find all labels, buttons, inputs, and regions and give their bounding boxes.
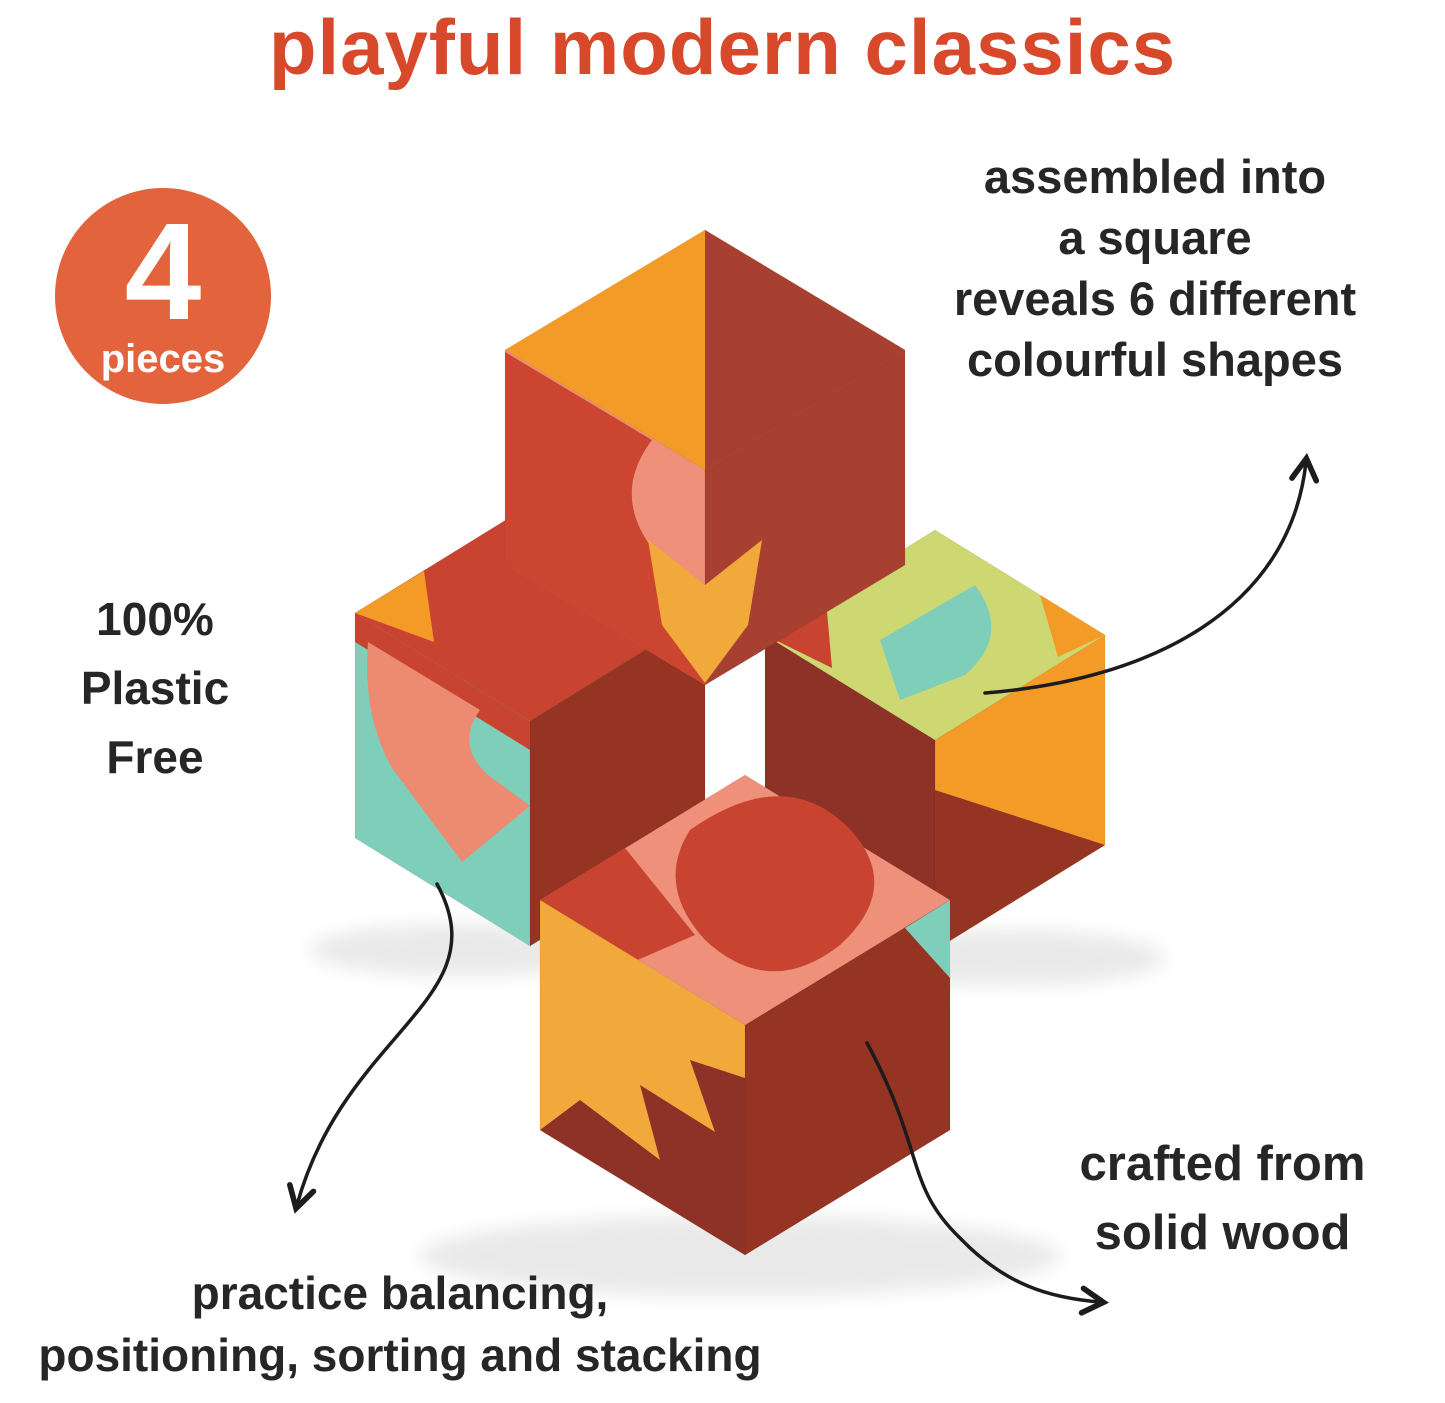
right-cube-right-red-wedge <box>935 790 1105 950</box>
annotation-line: practice balancing, <box>191 1267 609 1319</box>
left-cube-top-orange-wedge <box>355 571 434 642</box>
front-cube-top-red-blob <box>675 796 875 972</box>
badge-label: pieces <box>100 336 226 381</box>
annotation-line: Free <box>106 731 204 783</box>
annotation-line: colourful shapes <box>966 333 1344 387</box>
arrow-assembled <box>983 452 1320 695</box>
annotation-line: reveals 6 different <box>953 272 1357 326</box>
annotation-line: solid wood <box>1094 1205 1351 1260</box>
annotation-plastic-free: 100% Plastic Free <box>25 585 285 792</box>
annotation-line: a square <box>1058 211 1252 265</box>
top-cube-front-red-shape <box>505 352 705 685</box>
arrow-crafted <box>865 1041 1110 1316</box>
front-cube <box>539 774 951 1256</box>
front-cube-front-star-shape <box>540 1060 745 1255</box>
front-cube-top-red-wedge <box>540 848 695 972</box>
front-cube-teal-sliver <box>905 900 950 978</box>
badge-number: 4 <box>124 195 202 350</box>
annotation-arrows <box>287 452 1320 1316</box>
top-cube-orange-star-point <box>648 540 762 683</box>
annotation-line: Plastic <box>80 662 230 714</box>
page-title: playful modern classics <box>268 3 1177 91</box>
pieces-badge: 4 pieces <box>55 188 271 404</box>
left-cube-front-shape <box>367 642 530 862</box>
top-cube-top-red-triangle <box>705 230 905 470</box>
annotation-crafted: crafted from solid wood <box>1030 1130 1415 1267</box>
annotation-line: positioning, sorting and stacking <box>38 1329 762 1382</box>
annotation-assembled: assembled into a square reveals 6 differ… <box>890 146 1420 390</box>
arrow-practice <box>287 882 454 1214</box>
shadow-front <box>420 1216 1060 1296</box>
annotation-line: assembled into <box>983 150 1327 203</box>
right-cube-top-teal-shape <box>880 585 992 700</box>
annotation-practice: practice balancing, positioning, sorting… <box>5 1262 795 1386</box>
left-cube-front-red-band <box>355 613 530 750</box>
right-cube-top-orange-sliver <box>1040 595 1105 657</box>
annotation-line: crafted from <box>1079 1137 1366 1191</box>
top-cube <box>504 229 906 686</box>
annotation-line: 100% <box>96 593 214 645</box>
